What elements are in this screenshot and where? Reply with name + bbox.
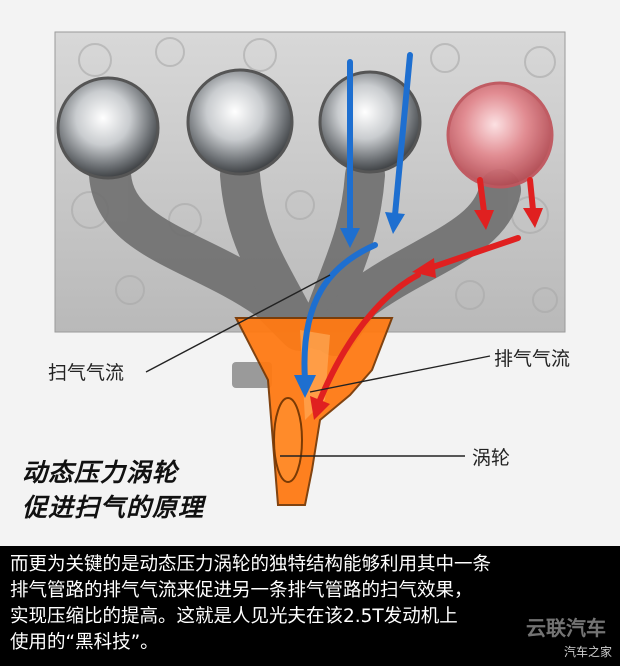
scavenge-arrowheads: [294, 212, 405, 398]
exhaust-manifold: [89, 154, 521, 356]
exhaust-flow-label: 排气气流: [494, 348, 571, 370]
brand-watermark: 云联汽车: [526, 616, 606, 640]
title-line-2: 促进扫气的原理: [22, 493, 205, 522]
caption-line-2: 排气管路的排气气流来促进另一条排气管路的扫气效果，: [10, 580, 473, 601]
turbine-label: 涡轮: [472, 447, 511, 469]
turbo-scavenging-diagram: [54, 31, 566, 506]
callout-lines: [145, 274, 491, 457]
caption-line-1: 而更为关键的是动态压力涡轮的独特结构能够利用其中一条: [10, 554, 492, 575]
piston-cylinder-3: [318, 70, 422, 174]
turbine-housing: [232, 317, 394, 506]
caption-line-4: 使用的“黑科技”。: [10, 632, 159, 653]
piston-cylinder-1: [56, 76, 160, 180]
title-line-1: 动态压力涡轮: [22, 458, 179, 487]
caption-panel: 而更为关键的是动态压力涡轮的独特结构能够利用其中一条 排气管路的排气气流来促进另…: [0, 546, 620, 666]
scavenge-flow-label: 扫气气流: [48, 362, 125, 384]
site-watermark: 汽车之家: [563, 645, 612, 659]
piston-cylinder-2: [186, 68, 294, 176]
diagram-title: 动态压力涡轮 促进扫气的原理: [22, 455, 204, 525]
scavenge-flow-arrows: [301, 52, 413, 383]
piston-cylinder-4-hot: [446, 81, 554, 189]
exhaust-arrowheads: [310, 208, 543, 420]
exhaust-flow-arrows: [317, 177, 536, 403]
caption-line-3: 实现压缩比的提高。这就是人见光夫在该2.5T发动机上: [10, 606, 458, 627]
